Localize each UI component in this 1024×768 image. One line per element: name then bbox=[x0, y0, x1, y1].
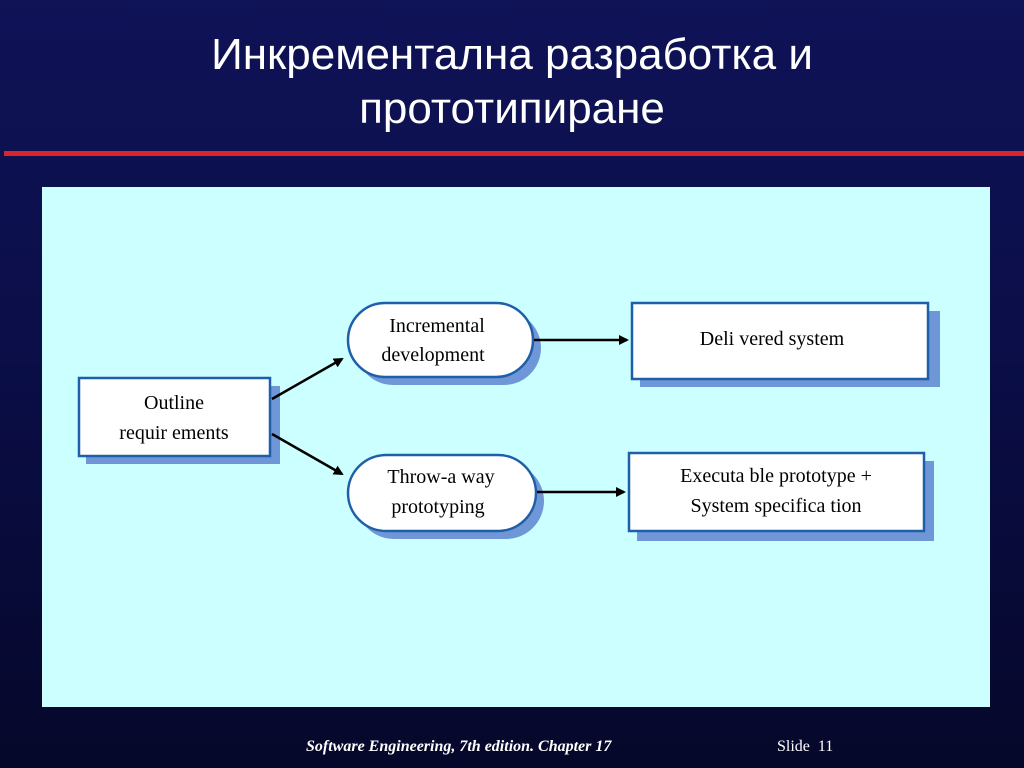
footer-book-reference: Software Engineering, 7th edition. Chapt… bbox=[306, 738, 612, 755]
node-box bbox=[77, 376, 272, 458]
throwaway-prototyping-line-1: Throw-a way bbox=[387, 466, 494, 488]
footer-slide-number: Slide 11 bbox=[777, 738, 833, 756]
incremental-development-line-1: Incremental bbox=[389, 315, 485, 337]
incremental-development-node: Incremental development bbox=[346, 301, 541, 385]
outline-requirements-line-1: Outline bbox=[144, 392, 204, 414]
node-box bbox=[346, 453, 538, 533]
outline-requirements-node: Outline requir ements bbox=[77, 376, 280, 464]
arrow-to-throwaway bbox=[271, 432, 344, 476]
delivered-system-label: Deli vered system bbox=[700, 328, 845, 350]
slide-title-line-2: прототипиране bbox=[359, 84, 665, 133]
incremental-development-line-2: development bbox=[381, 344, 485, 366]
node-box bbox=[346, 301, 535, 379]
arrow-to-incremental bbox=[271, 357, 344, 401]
executable-prototype-line-1: Executa ble prototype + bbox=[680, 465, 872, 487]
outline-requirements-line-2: requir ements bbox=[119, 422, 229, 444]
title-divider bbox=[4, 151, 1024, 156]
slide-label: Slide bbox=[777, 738, 810, 755]
throwaway-prototyping-line-2: prototyping bbox=[391, 496, 484, 518]
slide-title: Инкрементална разработка и прототипиране bbox=[0, 28, 1024, 136]
slide-title-line-1: Инкрементална разработка и bbox=[211, 30, 813, 79]
executable-prototype-line-2: System specifica tion bbox=[690, 495, 861, 517]
throwaway-prototyping-node: Throw-a way prototyping bbox=[346, 453, 544, 539]
slide-number: 11 bbox=[817, 738, 834, 755]
executable-prototype-node: Executa ble prototype + System specifica… bbox=[627, 451, 934, 541]
delivered-system-node: Deli vered system bbox=[630, 301, 940, 387]
node-box bbox=[627, 451, 926, 533]
node-box bbox=[630, 301, 930, 381]
